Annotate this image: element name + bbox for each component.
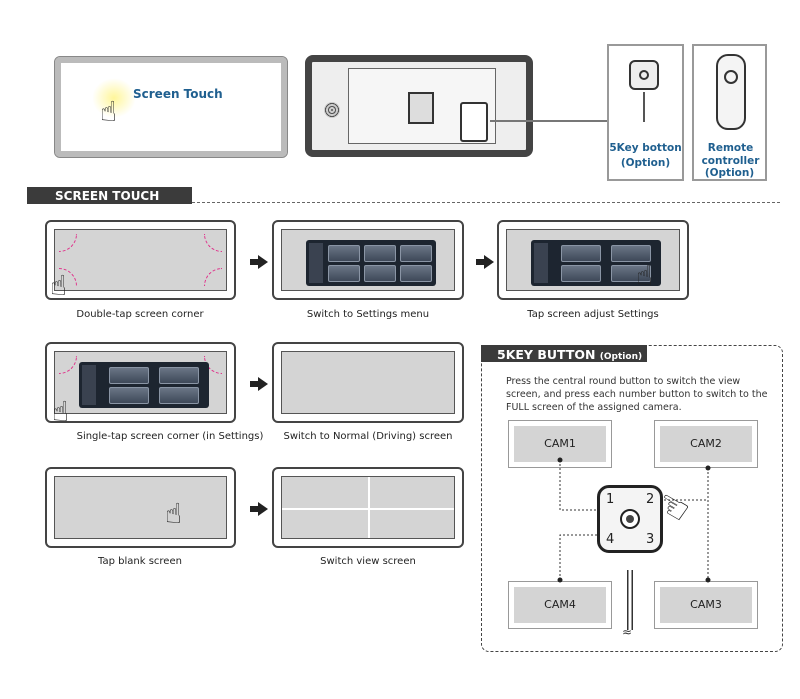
fivekey-label: 5Key botton [609, 142, 682, 154]
hand-tap-icon: ☝ [636, 259, 654, 292]
cam4-label: CAM4 [514, 587, 606, 623]
remote-option: (Option) [704, 167, 755, 179]
hand-pointer-icon: ☝ [100, 95, 118, 128]
cam2-box: CAM2 [654, 420, 758, 468]
step-view-screen-panel [272, 467, 464, 548]
arrow-right-icon [250, 502, 268, 516]
fivekey-header: 5KEY BUTTON (Option) [481, 345, 647, 362]
cam3-box: CAM3 [654, 581, 758, 629]
fivekey-option: (Option) [620, 157, 671, 169]
fivekey-device-icon [629, 60, 659, 90]
screen-touch-header: SCREEN TOUCH [27, 187, 192, 204]
caption-settings-menu: Switch to Settings menu [306, 309, 430, 320]
step-single-tap-panel [45, 342, 236, 423]
remote-option-box: Remote controller (Option) [692, 44, 767, 181]
key-1-button[interactable]: 1 [606, 492, 615, 507]
screen-touch-label: Screen Touch [133, 87, 223, 101]
remote-control-icon [716, 54, 746, 130]
step-settings-menu-panel [272, 220, 464, 300]
touch-glow [92, 78, 136, 118]
arrow-right-icon [476, 255, 494, 269]
key-4-button[interactable]: 4 [606, 532, 615, 547]
cam1-box: CAM1 [508, 420, 612, 468]
caption-adjust-settings: Tap screen adjust Settings [527, 309, 659, 320]
step-double-tap-panel [45, 220, 236, 300]
remote-label: Remote controller [701, 142, 760, 167]
arrow-right-icon [250, 377, 268, 391]
fivekey-header-title: 5KEY BUTTON [497, 347, 596, 362]
cam1-label: CAM1 [514, 426, 606, 462]
step-tap-blank-panel [45, 467, 236, 548]
svg-text:≈: ≈ [622, 625, 632, 639]
arrow-right-icon [250, 255, 268, 269]
fivekey-description: Press the central round button to switch… [506, 376, 768, 413]
cam4-box: CAM4 [508, 581, 612, 629]
fivekey-header-option: (Option) [599, 352, 643, 362]
hand-tap-blank-icon: ☝ [165, 497, 183, 530]
step-adjust-settings-panel [497, 220, 689, 300]
cam2-label: CAM2 [660, 426, 752, 462]
key-2-button[interactable]: 2 [646, 492, 655, 507]
header-divider [192, 202, 780, 203]
cable [490, 120, 610, 122]
key-3-button[interactable]: 3 [646, 532, 655, 547]
cam3-label: CAM3 [660, 587, 752, 623]
center-round-button[interactable] [620, 509, 640, 529]
fivekey-device: 1 2 4 3 [597, 485, 663, 553]
caption-normal-screen: Switch to Normal (Driving) screen [283, 431, 453, 442]
hand-single-tap-icon: ☝ [52, 395, 70, 428]
caption-double-tap: Double-tap screen corner [76, 309, 204, 320]
monitor-back [305, 55, 533, 157]
hand-double-tap-icon: ☝ [50, 269, 68, 302]
fivekey-option-box: 5Key botton (Option) [607, 44, 684, 181]
caption-view-screen: Switch view screen [320, 556, 416, 567]
caption-single-tap: Single-tap screen corner (in Settings) [76, 431, 264, 442]
caption-tap-blank: Tap blank screen [98, 556, 182, 567]
step-normal-screen-panel [272, 342, 464, 423]
